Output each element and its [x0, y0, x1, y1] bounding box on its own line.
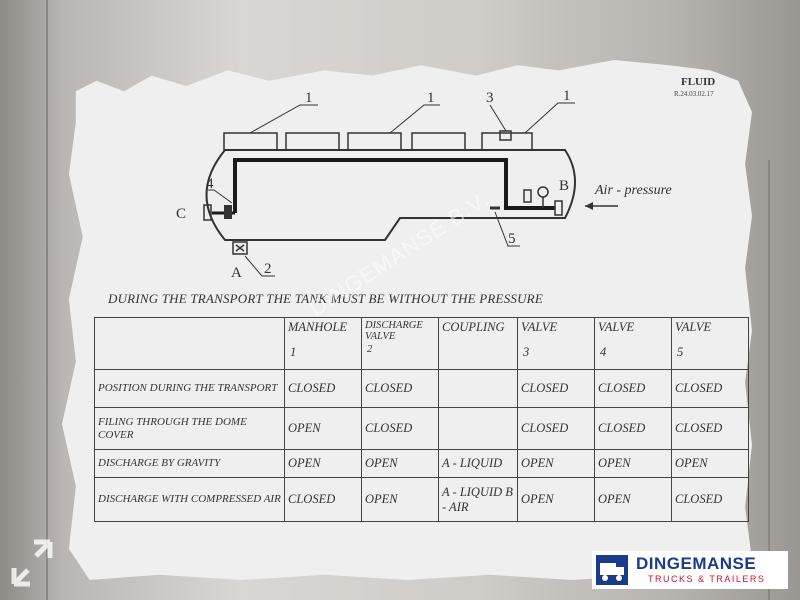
table-cell: OPEN: [284, 449, 362, 478]
table-cell: CLOSED: [361, 407, 439, 450]
table-cell: OPEN: [517, 477, 595, 522]
table-cell: CLOSED: [517, 407, 595, 450]
table-cell: OPEN: [361, 477, 439, 522]
valve-c-icon: [203, 204, 212, 221]
header-blank: [94, 317, 285, 370]
logo-tagline: TRUCKS & TRAILERS: [648, 574, 766, 584]
table-cell: OPEN: [671, 449, 749, 478]
label-ref: R.24.03.02.17: [674, 90, 714, 98]
manhole-box: [285, 132, 340, 151]
header-cell: VALVE 4: [594, 317, 672, 370]
valve-4-icon: [224, 205, 232, 219]
callout-1: 1: [563, 88, 571, 104]
table-row: DISCHARGE BY GRAVITY OPEN OPEN A - LIQUI…: [94, 449, 749, 478]
row-label: DISCHARGE BY GRAVITY: [94, 449, 285, 478]
callout-3: 3: [486, 90, 494, 106]
table-cell: OPEN: [361, 449, 439, 478]
header-cell: MANHOLE 1: [284, 317, 362, 370]
pressure-gauge-icon: [537, 186, 549, 198]
table-cell: CLOSED: [517, 369, 595, 408]
manhole-box: [347, 132, 402, 151]
table-cell: OPEN: [594, 477, 672, 522]
safety-valve-icon: [523, 189, 532, 203]
table-row: FILING THROUGH THE DOME COVER OPEN CLOSE…: [94, 407, 749, 450]
callout-4: 4: [206, 176, 214, 192]
dealer-logo: DINGEMANSE TRUCKS & TRAILERS: [592, 551, 788, 589]
row-label: DISCHARGE WITH COMPRESSED AIR: [94, 477, 285, 522]
table-cell: CLOSED: [594, 407, 672, 450]
table-cell: CLOSED: [284, 369, 362, 408]
tank-panel-seam-right: [768, 160, 770, 600]
internal-pipe: [233, 158, 555, 213]
label-code: FLUID: [681, 76, 716, 88]
manhole-box: [481, 132, 533, 151]
row-label: FILING THROUGH THE DOME COVER: [94, 407, 285, 450]
expand-icon: [11, 539, 53, 587]
transport-heading: DURING THE TRANSPORT THE TANK MUST BE WI…: [108, 291, 543, 306]
header-cell: VALVE 3: [517, 317, 595, 370]
table-cell: A - LIQUID B - AIR: [438, 477, 518, 522]
callout-1: 1: [427, 90, 435, 106]
callout-5: 5: [508, 231, 516, 247]
table-cell: A - LIQUID: [438, 449, 518, 478]
table-cell: [438, 369, 518, 408]
table-header-row: MANHOLE 1 DISCHARGE VALVE 2 COUPLING VAL…: [94, 317, 749, 370]
header-cell: DISCHARGE VALVE 2: [361, 317, 439, 370]
callout-b: B: [559, 178, 569, 194]
table-cell: OPEN: [594, 449, 672, 478]
callout-c: C: [176, 206, 186, 222]
table-cell: CLOSED: [671, 407, 749, 450]
table-cell: CLOSED: [284, 477, 362, 522]
truck-logo-icon: [596, 555, 628, 585]
valve-2-icon: [232, 241, 248, 255]
tank-shell: [205, 149, 576, 241]
row-label: POSITION DURING THE TRANSPORT: [94, 369, 285, 408]
manhole-box: [223, 132, 278, 151]
header-cell: COUPLING: [438, 317, 518, 370]
valve-table: MANHOLE 1 DISCHARGE VALVE 2 COUPLING VAL…: [94, 317, 749, 522]
header-cell: VALVE 5: [671, 317, 749, 370]
table-cell: CLOSED: [594, 369, 672, 408]
table-row: DISCHARGE WITH COMPRESSED AIR CLOSED OPE…: [94, 477, 749, 522]
table-cell: CLOSED: [671, 477, 749, 522]
valve-b-icon: [554, 200, 563, 216]
table-cell: CLOSED: [671, 369, 749, 408]
callout-1: 1: [305, 90, 313, 106]
callout-a: A: [231, 265, 242, 281]
table-cell: OPEN: [517, 449, 595, 478]
tank-panel-seam-left: [46, 0, 48, 600]
callout-2: 2: [264, 261, 272, 277]
table-row: POSITION DURING THE TRANSPORT CLOSED CLO…: [94, 369, 749, 408]
table-cell: OPEN: [284, 407, 362, 450]
table-cell: CLOSED: [361, 369, 439, 408]
air-pressure-label: Air - pressure: [594, 183, 672, 198]
manhole-box: [411, 132, 466, 151]
logo-name: DINGEMANSE: [636, 554, 757, 573]
table-cell: [438, 407, 518, 450]
